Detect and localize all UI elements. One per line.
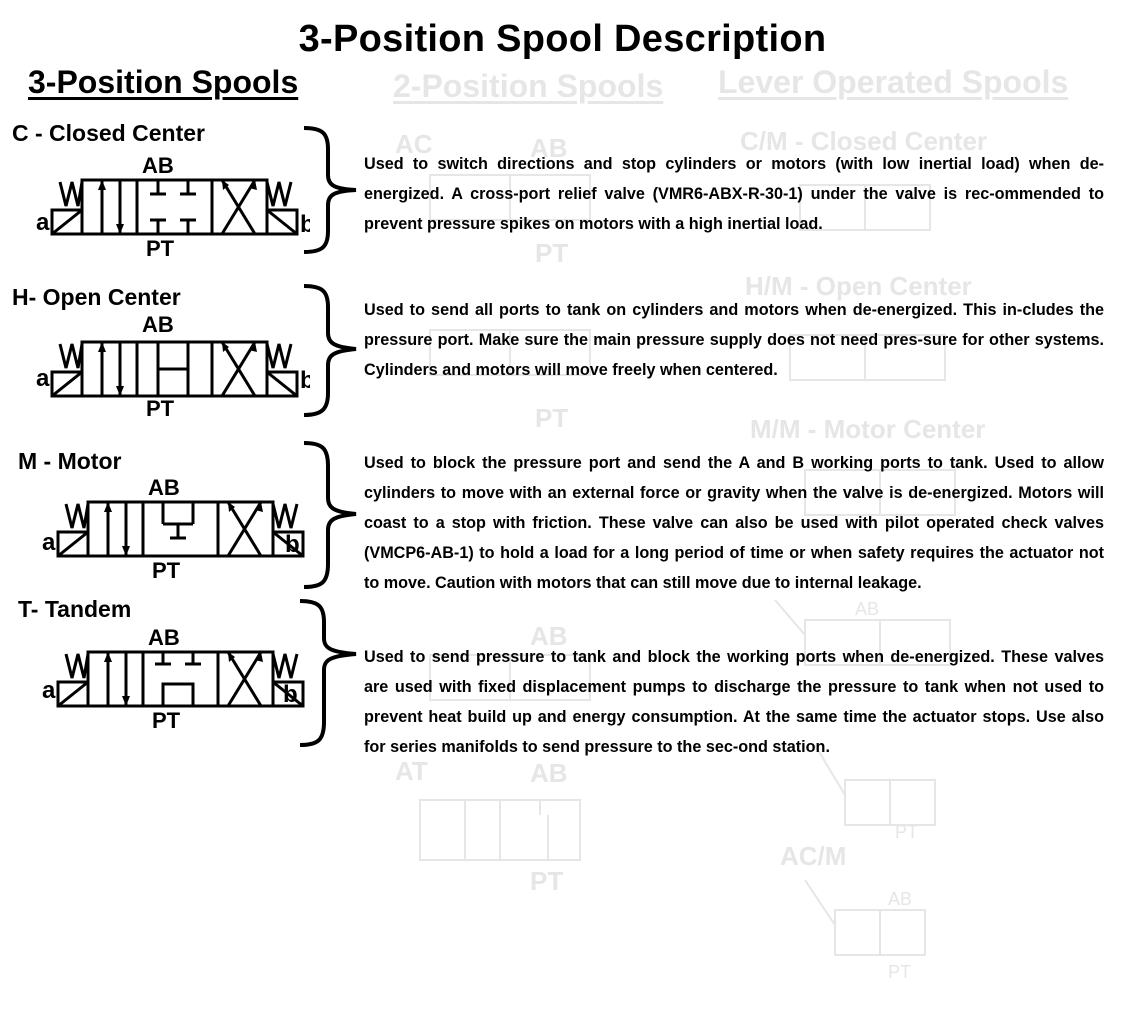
ports-bottom-label: PT [152, 708, 181, 732]
spool-description-tandem: Used to send pressure to tank and block … [364, 648, 1104, 756]
tab-3-position-spools[interactable]: 3-Position Spools [28, 64, 299, 100]
brace-icon [303, 441, 357, 589]
solenoid-b-label: b [300, 367, 310, 394]
ports-bottom-label: PT [146, 236, 175, 260]
tab-2-position-spools[interactable]: 2-Position Spools [393, 68, 664, 104]
spool-description-closed-center: Used to switch directions and stop cylin… [364, 155, 1104, 233]
brace-icon [299, 599, 357, 747]
solenoid-b-label: b [285, 531, 300, 558]
svg-text:H/M - Open Center: H/M - Open Center [745, 271, 972, 301]
svg-text:C/M - Closed Center: C/M - Closed Center [740, 126, 987, 156]
svg-text:AC/M: AC/M [780, 841, 846, 871]
spool-name-tandem: T- Tandem [18, 596, 132, 622]
solenoid-a-label: a [36, 365, 50, 392]
svg-text:AB: AB [530, 621, 568, 651]
solenoid-a-label: a [42, 529, 56, 556]
ports-bottom-label: PT [146, 396, 175, 421]
ports-top-label: AB [148, 625, 180, 650]
brace-icon [303, 126, 357, 254]
ports-top-label: AB [142, 153, 174, 178]
svg-text:AT: AT [395, 756, 428, 786]
svg-text:M/M - Motor Center: M/M - Motor Center [750, 414, 985, 444]
svg-text:AB: AB [855, 599, 879, 619]
page-title: 3-Position Spool Description [298, 18, 827, 60]
ports-top-label: AB [148, 475, 180, 500]
brace-icon [303, 284, 357, 417]
solenoid-a-label: a [36, 209, 50, 236]
spool-name-open-center: H- Open Center [12, 284, 181, 310]
svg-text:PT: PT [895, 822, 918, 842]
spool-name-motor: M - Motor [18, 448, 122, 474]
solenoid-b-label: b [283, 681, 298, 708]
spool-description-motor: Used to block the pressure port and send… [364, 454, 1104, 592]
spool-name-closed-center: C - Closed Center [12, 120, 205, 146]
ports-bottom-label: PT [152, 558, 181, 583]
svg-text:PT: PT [530, 866, 563, 896]
svg-text:PT: PT [888, 962, 911, 982]
tandem-symbol: AB PT a b [42, 625, 305, 732]
svg-text:AB: AB [530, 133, 568, 163]
open-center-symbol: AB PT a b [36, 312, 310, 421]
svg-text:AC: AC [395, 129, 433, 159]
svg-text:PT: PT [535, 403, 568, 433]
motor-symbol: AB PT a b [42, 475, 305, 583]
ports-top-label: AB [142, 312, 174, 337]
tab-lever-operated-spools[interactable]: Lever Operated Spools [718, 64, 1069, 100]
svg-text:AB: AB [888, 889, 912, 909]
svg-text:PT: PT [535, 238, 568, 268]
closed-center-symbol: AB PT a b [36, 153, 310, 260]
solenoid-b-label: b [300, 211, 310, 238]
svg-text:AB: AB [530, 758, 568, 788]
spool-description-open-center: Used to send all ports to tank on cylind… [364, 301, 1104, 379]
solenoid-a-label: a [42, 677, 56, 704]
